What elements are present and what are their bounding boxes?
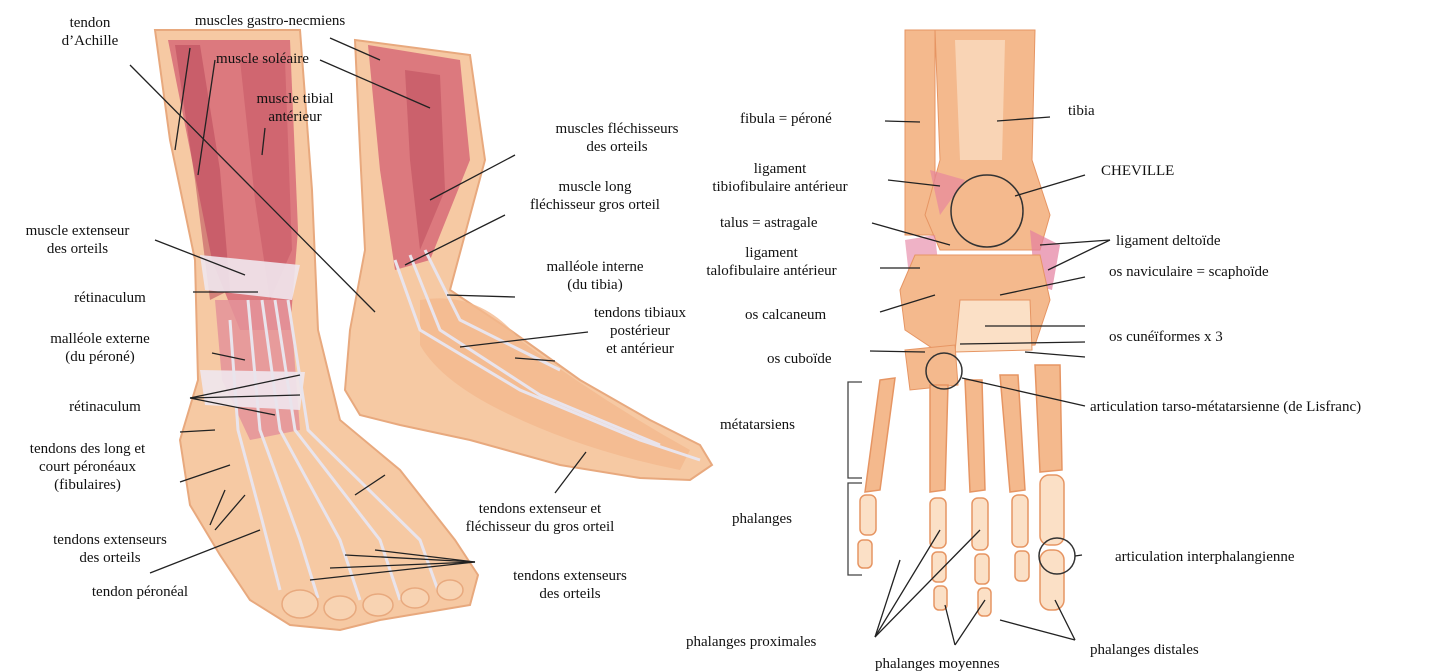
label-naviculaire: os naviculaire = scaphoïde [1109, 263, 1269, 281]
label-muscle-soleaire: muscle soléaire [200, 50, 325, 68]
label-cuneiformes: os cunéïformes x 3 [1109, 328, 1223, 346]
label-fibula: fibula = péroné [740, 110, 832, 128]
label-tibia: tibia [1068, 102, 1095, 120]
label-interphalangienne: articulation interphalangienne [1115, 548, 1295, 566]
label-lisfranc: articulation tarso-métatarsienne (de Lis… [1090, 398, 1361, 416]
label-ligament-deltoide: ligament deltoïde [1116, 232, 1221, 250]
label-tendon-peroneal: tendon péronéal [70, 583, 210, 601]
label-malleole-interne: malléole interne(du tibia) [525, 258, 665, 294]
label-cuboide: os cuboïde [767, 350, 832, 368]
label-phalanges: phalanges [732, 510, 792, 528]
label-gastro-necmiens: muscles gastro-necmiens [170, 12, 370, 30]
label-calcaneum: os calcaneum [745, 306, 826, 324]
label-retinaculum-2: rétinaculum [50, 398, 160, 416]
metatarsiens-bracket [848, 382, 862, 478]
label-phalanges-distales: phalanges distales [1090, 641, 1199, 659]
label-phalanges-proximales: phalanges proximales [686, 633, 816, 651]
label-talus: talus = astragale [720, 214, 818, 232]
label-malleole-externe: malléole externe(du péroné) [15, 330, 185, 366]
label-cheville: CHEVILLE [1101, 162, 1174, 180]
label-retinaculum-1: rétinaculum [55, 289, 165, 307]
label-metatarsiens: métatarsiens [720, 416, 795, 434]
label-phalanges-moyennes: phalanges moyennes [875, 655, 1000, 672]
